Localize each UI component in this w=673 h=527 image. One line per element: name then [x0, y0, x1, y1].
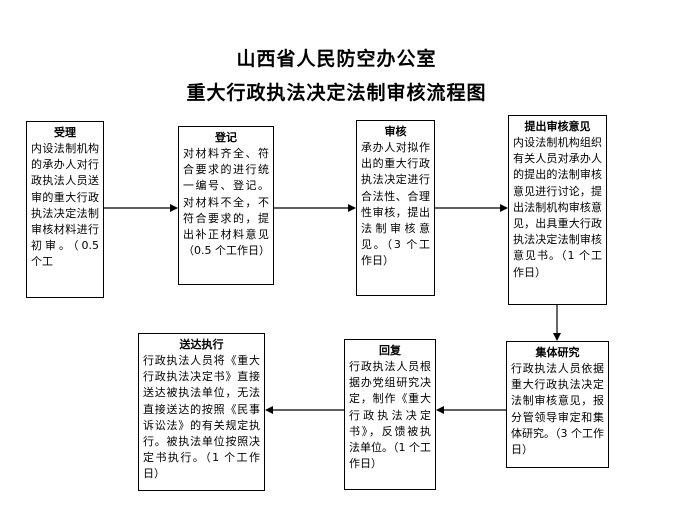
step-reply-body: 行政执法人员根据办党组研究决定，制作《重大行政执法决定书》，反馈被执法单位。（1…: [349, 360, 431, 471]
page-title: 山西省人民防空办公室: [236, 48, 437, 70]
step-collective-box: 集体研究 行政执法人员依据重大行政执法决定法制审核意见，报分管领导审定和集体研究…: [506, 341, 609, 468]
step-review-title: 审核: [384, 125, 407, 138]
step-collective-title: 集体研究: [535, 346, 580, 359]
step-register-title: 登记: [215, 131, 237, 144]
page-subtitle: 重大行政执法决定法制审核流程图: [186, 82, 487, 104]
step-accept-title: 受理: [54, 126, 76, 139]
step-execute-title: 送达执行: [179, 338, 224, 351]
step-opinion-title: 提出审核意见: [524, 120, 591, 133]
step-reply-title: 回复: [379, 344, 401, 357]
step-review-body: 承办人对拟作出的重大行政执法决定进行合法性、合理性审核，提出法制审核意见。（3 …: [361, 141, 430, 268]
step-opinion-body: 内设法制机构组织有关人员对承办人的提出的法制审核意见进行讨论，提出法制机构审核意…: [513, 136, 602, 279]
step-review-box: 审核 承办人对拟作出的重大行政执法决定进行合法性、合理性审核，提出法制审核意见。…: [356, 120, 435, 296]
step-register-box: 登记 对材料齐全、符合要求的进行统一编号、登记。对材料不全，不符合要求的，提出补…: [178, 126, 274, 285]
step-reply-box: 回复 行政执法人员根据办党组研究决定，制作《重大行政执法决定书》，反馈被执法单位…: [344, 339, 436, 490]
step-execute-box: 送达执行 行政执法人员将《重大行政执法决定书》直接送达被执法单位，无法直接送达的…: [138, 333, 265, 491]
step-opinion-box: 提出审核意见 内设法制机构组织有关人员对承办人的提出的法制审核意见进行讨论，提出…: [508, 115, 607, 305]
step-register-body: 对材料齐全、符合要求的进行统一编号、登记。对材料不全，不符合要求的，提出补正材料…: [183, 147, 270, 258]
step-collective-body: 行政执法人员依据重大行政执法决定法制审核意见，报分管领导审定和集体研究。（3 个…: [511, 362, 604, 457]
step-accept-body: 内设法制机构的承办人对行政执法人员送审的重大行政执法决定法制审核材料进行初审。（…: [31, 142, 99, 269]
step-execute-body: 行政执法人员将《重大行政执法决定书》直接送达被执法单位，无法直接送达的按照《民事…: [143, 354, 260, 481]
step-accept-box: 受理 内设法制机构的承办人对行政执法人员送审的重大行政执法决定法制审核材料进行初…: [26, 121, 104, 298]
